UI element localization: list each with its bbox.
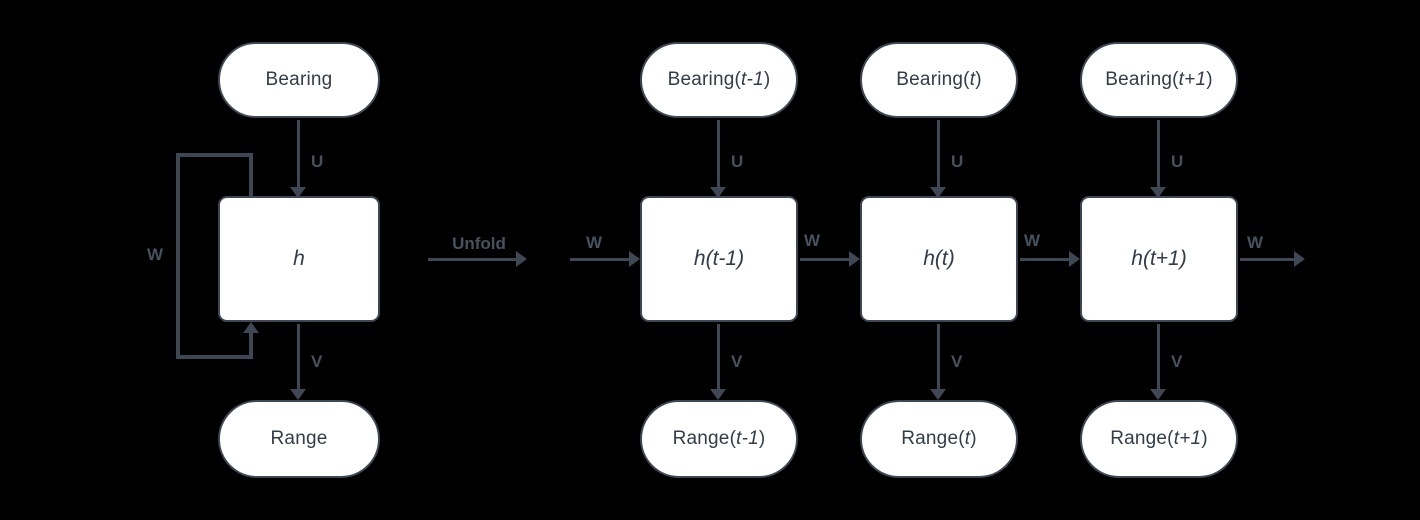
node-bearing-t: Bearing(t): [860, 42, 1018, 118]
edge-label-v-t-minus-1: V: [731, 352, 743, 371]
node-range-t-plus-1-label: Range(t+1): [1110, 428, 1208, 450]
arrowhead-bearing-to-h-t: [930, 187, 946, 198]
edge-label-w-into-t-plus-1: W: [1024, 231, 1041, 250]
arrowhead-w-h-t-minus-1-to-h-t: [849, 251, 860, 267]
arrowhead-bearing-to-h-t-minus-1: [710, 187, 726, 198]
node-h-label: h: [293, 247, 305, 270]
node-bearing: Bearing: [218, 42, 380, 118]
edge-label-w-into-t-minus-1: W: [586, 233, 603, 252]
node-bearing-t-plus-1: Bearing(t+1): [1080, 42, 1238, 118]
edge-label-w-into-t: W: [804, 231, 821, 250]
label-prefix: Bearing(: [667, 69, 742, 90]
edge-h-to-range-t: [937, 324, 940, 390]
node-range-t: Range(t): [860, 400, 1018, 478]
label-time: t-1: [741, 69, 764, 90]
arrowhead-h-to-range-t-minus-1: [710, 389, 726, 400]
label-suffix: ): [970, 428, 977, 449]
label-suffix: ): [975, 69, 982, 90]
edge-bearing-to-h: [297, 120, 300, 188]
edge-h-to-range-t-plus-1: [1157, 324, 1160, 390]
edge-w-out-of-h-t-plus-1: [1240, 258, 1295, 261]
edge-h-to-range: [297, 324, 300, 390]
node-h-t-minus-1: h(t-1): [640, 196, 798, 322]
unfold-arrow-line: [428, 258, 516, 261]
node-bearing-label: Bearing: [265, 69, 333, 90]
node-h-t-label: h(t): [923, 247, 955, 270]
node-h-t: h(t): [860, 196, 1018, 322]
arrowhead-loop-into-h: [243, 322, 259, 333]
loop-stub-top: [249, 153, 253, 196]
label-prefix: Range(: [1110, 428, 1174, 449]
label-suffix: ): [758, 428, 766, 449]
arrowhead-bearing-to-h: [290, 187, 306, 198]
arrowhead-h-to-range: [290, 389, 306, 400]
node-h-t-plus-1: h(t+1): [1080, 196, 1238, 322]
edge-w-into-h-t-minus-1: [570, 258, 630, 261]
edge-label-w-folded: W: [147, 245, 164, 264]
label-suffix: ): [763, 69, 771, 90]
label-prefix: Bearing(: [896, 69, 970, 90]
edge-label-u-t-minus-1: U: [731, 152, 744, 171]
label-prefix: Range(: [901, 428, 965, 449]
edge-label-u-t: U: [951, 152, 964, 171]
node-bearing-t-plus-1-label: Bearing(t+1): [1105, 69, 1213, 91]
loop-top-segment: [176, 153, 253, 157]
label-time: t+1: [1173, 428, 1202, 449]
edge-label-v-t-plus-1: V: [1171, 352, 1183, 371]
edge-label-w-out: W: [1247, 233, 1264, 252]
label-time: t+1: [1178, 69, 1207, 90]
edge-w-h-t-to-h-t-plus-1: [1020, 258, 1070, 261]
arrowhead-w-into-h-t-minus-1: [629, 251, 640, 267]
edge-bearing-to-h-t-minus-1: [717, 120, 720, 188]
node-bearing-t-minus-1: Bearing(t-1): [640, 42, 798, 118]
node-bearing-t-label: Bearing(t): [896, 69, 981, 91]
label-suffix: ): [1206, 69, 1213, 90]
arrowhead-bearing-to-h-t-plus-1: [1150, 187, 1166, 198]
loop-stub-bottom: [249, 333, 253, 357]
node-range-t-minus-1-label: Range(t-1): [673, 428, 766, 450]
arrowhead-unfold: [516, 251, 527, 267]
label-suffix: ): [1201, 428, 1208, 449]
node-h-t-plus-1-label: h(t+1): [1131, 247, 1187, 270]
label-prefix: Bearing(: [1105, 69, 1179, 90]
edge-bearing-to-h-t-plus-1: [1157, 120, 1160, 188]
node-range-label: Range: [270, 428, 328, 449]
loop-bottom-segment: [176, 355, 253, 359]
edge-w-h-t-minus-1-to-h-t: [800, 258, 850, 261]
label-time: t: [964, 428, 971, 449]
arrowhead-w-out-of-h-t-plus-1: [1294, 251, 1305, 267]
edge-bearing-to-h-t: [937, 120, 940, 188]
label-time: t: [969, 69, 976, 90]
node-range: Range: [218, 400, 380, 478]
node-range-t-minus-1: Range(t-1): [640, 400, 798, 478]
loop-left-segment: [176, 153, 180, 359]
unfold-label: Unfold: [452, 234, 506, 253]
edge-label-u-t-plus-1: U: [1171, 152, 1184, 171]
edge-h-to-range-t-minus-1: [717, 324, 720, 390]
node-bearing-t-minus-1-label: Bearing(t-1): [668, 69, 771, 91]
node-h-t-minus-1-label: h(t-1): [693, 247, 745, 270]
arrowhead-h-to-range-t: [930, 389, 946, 400]
label-prefix: Range(: [672, 428, 737, 449]
node-h: h: [218, 196, 380, 322]
node-range-t-plus-1: Range(t+1): [1080, 400, 1238, 478]
arrowhead-w-h-t-to-h-t-plus-1: [1069, 251, 1080, 267]
label-time: t-1: [736, 428, 759, 449]
edge-label-v-t: V: [951, 352, 963, 371]
edge-label-u-folded: U: [311, 152, 324, 171]
edge-label-v-folded: V: [311, 352, 323, 371]
node-range-t-label: Range(t): [901, 428, 977, 450]
arrowhead-h-to-range-t-plus-1: [1150, 389, 1166, 400]
